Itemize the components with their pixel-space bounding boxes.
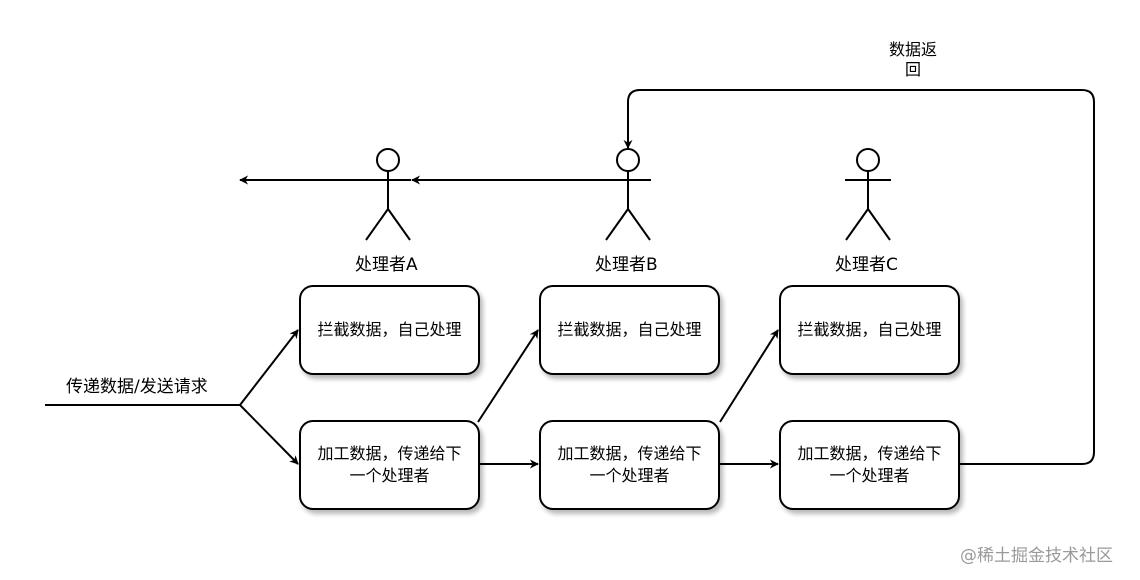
return-label-line1: 数据返: [888, 40, 937, 59]
intercept-box-a: 拦截数据，自己处理: [299, 285, 480, 375]
intercept-box-b: 拦截数据，自己处理: [539, 285, 720, 375]
process-box-a: 加工数据，传递给下 一个处理者: [299, 420, 480, 510]
input-label: 传递数据/发送请求: [66, 377, 208, 397]
actor-c-label: 处理者C: [835, 255, 898, 275]
arrow-to-process-a: [239, 404, 299, 465]
actor-a-label: 处理者A: [355, 255, 418, 275]
actor-a-icon: [365, 148, 411, 241]
watermark: @稀土掘金技术社区: [960, 546, 1113, 566]
arrow-to-intercept-c: [719, 329, 779, 423]
process-box-c: 加工数据，传递给下 一个处理者: [779, 420, 960, 510]
process-text-c-line2: 一个处理者: [829, 466, 910, 485]
process-text-a-line1: 加工数据，传递给下: [317, 444, 462, 463]
process-box-b: 加工数据，传递给下 一个处理者: [539, 420, 720, 510]
process-text-a-line2: 一个处理者: [349, 466, 430, 485]
intercept-box-c: 拦截数据，自己处理: [779, 285, 960, 375]
actor-c-icon: [845, 148, 891, 241]
return-path: [623, 89, 1095, 465]
process-text-b-line2: 一个处理者: [589, 466, 670, 485]
arrow-to-intercept-a: [239, 329, 299, 406]
return-label: 数据返 回: [883, 40, 943, 80]
return-label-line2: 回: [904, 60, 921, 79]
actor-b-label: 处理者B: [595, 255, 658, 275]
process-text-b-line1: 加工数据，传递给下: [557, 444, 702, 463]
intercept-text-b: 拦截数据，自己处理: [557, 320, 702, 339]
actor-b-icon: [605, 148, 651, 241]
arrow-to-intercept-b: [477, 329, 539, 423]
intercept-text-c: 拦截数据，自己处理: [797, 320, 942, 339]
process-text-c-line1: 加工数据，传递给下: [797, 444, 942, 463]
intercept-text-a: 拦截数据，自己处理: [317, 320, 462, 339]
